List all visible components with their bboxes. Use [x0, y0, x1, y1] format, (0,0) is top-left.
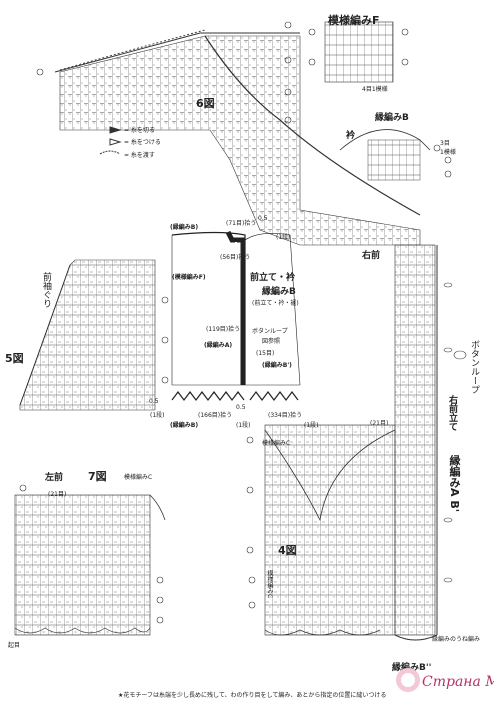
legend-pass: = 糸を渡す — [124, 152, 155, 159]
edge-b-label: 縁編みB — [375, 113, 409, 123]
three-stitches-label: 3目 — [440, 140, 450, 147]
legend-symbols — [99, 126, 122, 155]
dim-21-right: (21目) — [370, 420, 389, 427]
pattern-c-left-label: 模様編みC — [266, 570, 273, 599]
schem-dim-119: (119目)拾う — [206, 326, 241, 333]
schem-dim-1row-b: (1段) — [304, 422, 319, 429]
schem-pattern-f: (模様編みF) — [172, 274, 206, 281]
figure-4-chart — [246, 424, 396, 636]
start-label: 起目 — [8, 642, 21, 649]
schem-dim-05-bl: 0.5 — [149, 398, 159, 405]
schem-ref-fig: 図参照 — [262, 338, 281, 345]
schem-dim-56: (56目)拾う — [220, 254, 251, 261]
front-armhole-label: 前袖ぐり — [41, 272, 51, 308]
pattern-f-repeat-note: 4目1模様 — [362, 86, 388, 93]
schem-edge-a: (縁編みA) — [204, 342, 233, 349]
schem-dim-166: (166目)拾う — [198, 412, 233, 419]
figure-6-label: 6図 — [196, 97, 215, 110]
schem-edge-b-bottom: (縁編みB) — [170, 422, 199, 429]
figure-6-chart — [36, 21, 421, 246]
watermark-logo: Страна Мам — [396, 668, 494, 692]
figure-4-label: 4図 — [278, 544, 297, 557]
one-repeat-label: 1模様 — [440, 149, 456, 156]
figure-5-label: 5図 — [5, 352, 24, 365]
edge-a-pp-note: 縁編みのうね編み — [432, 636, 481, 643]
collar-label: 衿 — [346, 131, 356, 141]
left-front-label: 左前 — [45, 473, 64, 483]
figure-7-label: 7図 — [88, 470, 107, 483]
schem-dim-334: (334目)拾う — [268, 412, 303, 419]
legend-cut: = 糸を切る — [124, 127, 155, 134]
figure-5-chart — [19, 259, 169, 411]
dim-21-left: (21目) — [48, 491, 67, 498]
schem-edge-sub: (前立て・衿・裾) — [252, 300, 299, 307]
legend-join: = 糸をつける — [124, 139, 161, 146]
pattern-f-title: 模様編みF — [328, 14, 380, 27]
svg-text:Страна Мам: Страна Мам — [422, 674, 494, 690]
schem-dim-05-bl2: (1段) — [150, 412, 165, 419]
edge-a-b-label: 縁編みA B' — [448, 455, 461, 513]
figure-7-chart — [14, 484, 166, 636]
schem-edge-b: 縁編みB — [262, 287, 296, 297]
pattern-f-swatch — [308, 21, 409, 83]
button-loop-label: ボタンループ — [469, 340, 479, 394]
pattern-c-top-label: 模様編みC — [124, 474, 153, 481]
right-front-band-label: 右前立て — [447, 395, 457, 431]
schem-edge-bp: (縁編みB') — [262, 362, 292, 369]
pattern-c-mid-label: 模様編みC — [262, 440, 291, 447]
schem-button-loop: ボタンループ — [252, 328, 288, 335]
schem-dim-15: (15目) — [256, 350, 275, 357]
schem-front-band: 前立て・衿 — [250, 273, 296, 283]
schem-dim-1row: (1段) — [236, 422, 251, 429]
collar-edge-swatch — [339, 129, 452, 181]
schem-dim-05-top-r: (1段) — [276, 234, 291, 241]
footnote: ★花モチーフは糸端を少し長めに残して、わの作り目をして編み、あとから指定の位置に… — [118, 692, 387, 699]
right-front-band-chart — [394, 244, 467, 641]
schem-dim-05-top: 0.5 — [258, 215, 268, 222]
edge-b-pp-label: 縁編みB'' — [392, 663, 432, 673]
schem-dim-05-br: 0.5 — [236, 404, 246, 411]
cardigan-schematic — [171, 230, 301, 401]
schem-dim-71: (71目)拾う — [226, 220, 257, 227]
right-front-label: 右前 — [362, 251, 381, 261]
schem-edge-b-top: (縁編みB) — [170, 224, 199, 231]
